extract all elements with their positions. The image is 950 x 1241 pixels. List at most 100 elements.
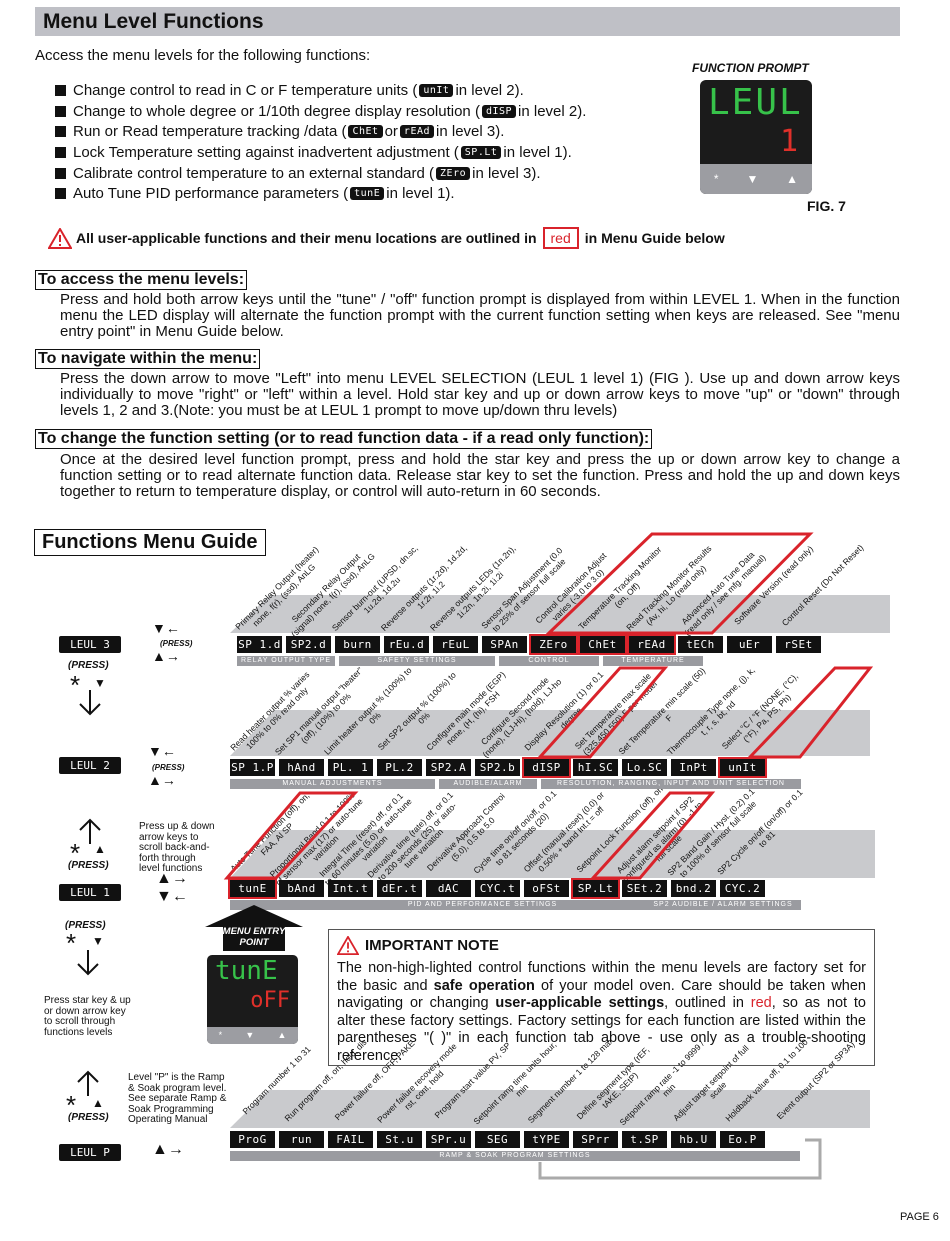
level-1-display: LEUL 1 [59,884,121,901]
group-pid: PID AND PERFORMANCE SETTINGS [230,900,735,910]
level-3-display: LEUL 3 [59,636,121,653]
right-nav-arrow-icon: ▲→ [152,648,180,664]
figure-caption: FIG. 7 [807,198,846,214]
function-code: rSEt [776,636,821,653]
group-resolution: RESOLUTION, RANGING, INPUT AND UNIT SELE… [541,779,801,789]
group-tracking: TEMPERATURE TRACKING [603,656,703,674]
display-line-1: LEUL [708,82,803,123]
group-manual: MANUAL ADJUSTMENTS [230,779,435,789]
function-prompt-label: FUNCTION PROMPT [692,61,809,75]
function-item: Calibrate control temperature to an exte… [55,163,586,184]
star-key-icon: * [713,172,719,186]
menu-entry-arrow [205,905,303,951]
function-code: dEr.t [377,880,422,897]
group-relay: RELAY OUTPUT TYPE [237,656,335,666]
nav-arrows-icon: ▲→ [156,870,188,887]
function-item: Lock Temperature setting against inadver… [55,142,586,163]
function-code: tunE [228,878,277,899]
function-code: SEt.2 [622,880,667,897]
arrow-up-icon [77,1070,99,1096]
section-heading-access: To access the menu levels: [35,270,248,290]
function-code: SP.Lt [571,878,620,899]
group-audible: AUDIBLE/ALARM MODES [439,779,537,797]
up-arrow-icon: ▲ [94,842,106,856]
function-prompt-display: LEUL 1 * ▼ ▲ [700,80,812,194]
press-label: (PRESS) [68,860,109,871]
lp-band [230,1090,870,1128]
section-heading-navigate: To navigate within the menu: [35,349,261,369]
left-nav-arrow-icon: ▼← [152,620,180,636]
function-code: SP2.d [286,636,331,653]
function-item: Change control to read in C or F tempera… [55,80,586,101]
nav-arrows-icon: ▼← [156,888,188,905]
l3-band [230,595,890,633]
lcd-code: unIt [419,83,454,97]
display-keys: * ▼ ▲ [700,164,812,194]
function-list: Change control to read in C or F tempera… [55,80,586,204]
intro-text: Access the menu levels for the following… [35,47,371,64]
function-code: rEuL [433,636,478,653]
title-bar: Menu Level Functions [35,7,900,36]
warning-icon [48,227,72,249]
function-code: SP 1.P [230,759,275,776]
group-safety: SAFETY SETTINGS [339,656,495,666]
star-icon: * [70,670,81,700]
up-arrow-icon: ▲ [92,1096,104,1110]
group-calibration: CONTROL CALIBRATION [499,656,599,674]
press-label: (PRESS) [65,920,106,931]
page-title: Menu Level Functions [43,10,264,33]
function-code: tECh [678,636,723,653]
bullet-icon [55,167,66,179]
warning-text: All user-applicable functions and their … [76,230,537,246]
l2-band [230,710,870,756]
important-note: IMPORTANT NOTE The non-high-lighted cont… [328,929,875,1066]
menu-entry-label: MENU ENTRY POINT [222,926,286,948]
group-ramp: RAMP & SOAK PROGRAM SETTINGS [230,1151,800,1161]
function-code: SEG [475,1131,520,1148]
l1-band [230,830,875,878]
red-word: red [542,227,579,249]
star-help-text: Press star key & up or down arrow key to… [44,995,131,1038]
function-item: Run or Read temperature tracking /data (… [55,121,586,142]
function-code: burn [335,636,380,653]
right-nav-arrow-icon: ▲→ [152,1141,184,1158]
function-code: dISP [522,757,571,778]
lcd-code: SP.Lt [460,145,502,159]
l1-help-text: Press up & down arrow keys to scroll bac… [139,821,215,874]
function-code: PL.2 [377,759,422,776]
group-sp2: SP2 AUDIBLE / ALARM SETTINGS [645,900,801,910]
section-body-change: Once at the desired level function promp… [60,451,900,500]
section-body-navigate: Press the down arrow to move "Left" into… [60,370,900,419]
function-code: SPAn [482,636,527,653]
lcd-code: ZEro [436,166,471,180]
function-code: run [279,1131,324,1148]
lcd-code: ChEt [348,125,383,139]
function-code: oFSt [524,880,569,897]
function-code: hAnd [279,759,324,776]
function-code: bAnd [279,880,324,897]
function-code: ZEro [529,634,578,655]
function-code: FAIL [328,1131,373,1148]
guide-title: Functions Menu Guide [34,529,266,556]
lp-help-text: Level "P" is the Ramp & Soak program lev… [128,1072,227,1125]
function-code: dAC [426,880,471,897]
right-nav-arrow-icon: ▲→ [148,772,176,788]
function-code: uEr [727,636,772,653]
down-key-icon: ▼ [746,172,759,186]
function-code: InPt [671,759,716,776]
lcd-code: dISP [481,104,517,118]
function-code: SP2.b [475,759,520,776]
up-key-icon: ▲ [786,172,799,186]
level-p-display: LEUL P [59,1144,121,1161]
display-keys: * ▼ ▲ [207,1027,298,1044]
function-code: hI.SC [573,759,618,776]
function-item: Change to whole degree or 1/10th degree … [55,101,586,122]
press-label: (PRESS) [152,763,185,772]
star-icon: * [66,1090,77,1120]
function-code: hb.U [671,1131,716,1148]
function-code: unIt [718,757,767,778]
